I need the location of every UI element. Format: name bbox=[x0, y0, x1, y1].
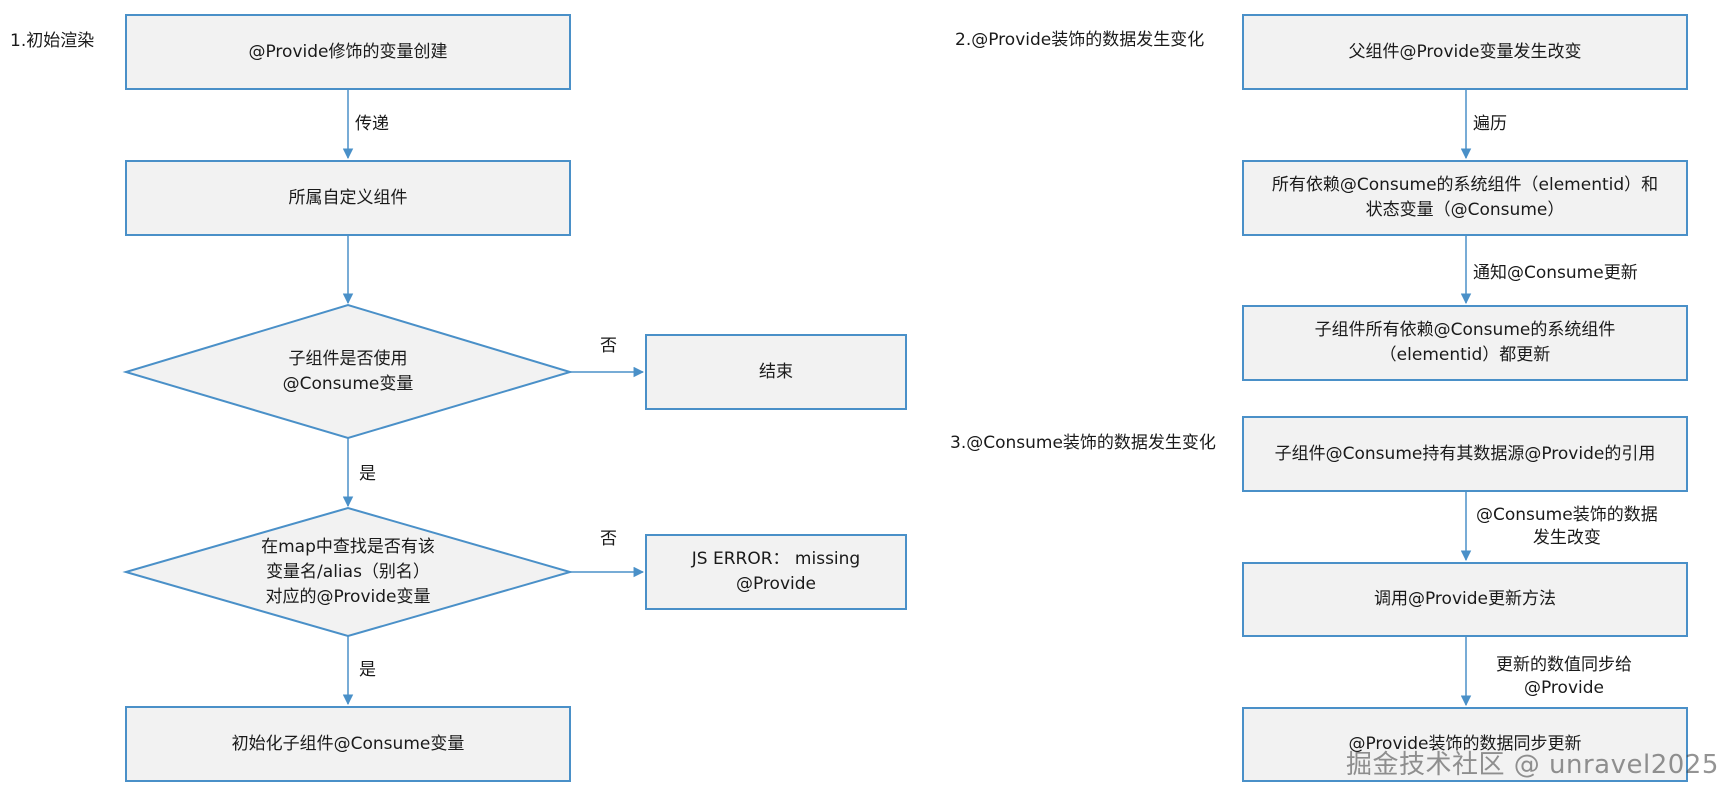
edge-label-traverse: 遍历 bbox=[1473, 114, 1507, 134]
edge-label-sync-to-provide-line2: @Provide bbox=[1523, 678, 1604, 698]
box-child-components-updated: 子组件所有依赖@Consume的系统组件 （elementid）都更新 bbox=[1242, 305, 1688, 381]
box-provide-data-synced: @Provide装饰的数据同步更新 bbox=[1242, 707, 1688, 782]
box-parent-provide-changed: 父组件@Provide变量发生改变 bbox=[1242, 14, 1688, 90]
edge-label-consume-data-changed-line1: @Consume装饰的数据 bbox=[1476, 505, 1658, 525]
edge-label-pass: 传递 bbox=[355, 114, 389, 134]
box-end-label: 结束 bbox=[759, 361, 793, 382]
section-2-title: 2.@Provide装饰的数据发生变化 bbox=[955, 30, 1205, 50]
edge-label-sync-to-provide: 更新的数值同步给 @Provide bbox=[1496, 654, 1632, 700]
box-init-child-consume: 初始化子组件@Consume变量 bbox=[125, 706, 571, 782]
decision-find-provide-line3: 对应的@Provide变量 bbox=[265, 586, 431, 607]
box-child-components-updated-line1: 子组件所有依赖@Consume的系统组件 bbox=[1314, 320, 1616, 340]
decision-uses-consume-line1: 子组件是否使用 bbox=[288, 349, 408, 369]
decision-find-provide-label: 在map中查找是否有该 变量名/alias（别名） 对应的@Provide变量 bbox=[206, 534, 490, 610]
box-consume-dependents: 所有依赖@Consume的系统组件（elementid）和 状态变量（@Cons… bbox=[1242, 160, 1688, 236]
edge-label-sync-to-provide-line1: 更新的数值同步给 bbox=[1496, 655, 1632, 675]
box-parent-provide-changed-label: 父组件@Provide变量发生改变 bbox=[1348, 41, 1582, 62]
box-consume-dependents-line2: 状态变量（@Consume） bbox=[1365, 200, 1565, 220]
box-provide-variable-created-label: @Provide修饰的变量创建 bbox=[248, 41, 448, 62]
box-consume-dependents-text: 所有依赖@Consume的系统组件（elementid）和 状态变量（@Cons… bbox=[1272, 173, 1658, 223]
decision-uses-consume-line2: @Consume变量 bbox=[282, 374, 414, 394]
decision-find-provide-line2: 变量名/alias（别名） bbox=[266, 561, 430, 582]
box-consume-holds-provide-ref-label: 子组件@Consume持有其数据源@Provide的引用 bbox=[1274, 443, 1656, 464]
box-provide-data-synced-label: @Provide装饰的数据同步更新 bbox=[1348, 734, 1582, 754]
box-call-provide-update: 调用@Provide更新方法 bbox=[1242, 562, 1688, 637]
box-child-components-updated-text: 子组件所有依赖@Consume的系统组件 （elementid）都更新 bbox=[1315, 318, 1616, 368]
edge-label-consume-data-changed: @Consume装饰的数据 发生改变 bbox=[1476, 504, 1658, 550]
box-provide-variable-created: @Provide修饰的变量创建 bbox=[125, 14, 571, 90]
edge-label-yes-2: 是 bbox=[359, 660, 376, 680]
box-end: 结束 bbox=[645, 334, 907, 410]
edge-label-notify-consume: 通知@Consume更新 bbox=[1473, 263, 1638, 283]
watermark-text: 掘金技术社区 @ unravel2025 bbox=[1346, 750, 1719, 780]
edge-label-yes-1: 是 bbox=[359, 464, 376, 484]
box-child-components-updated-line2: （elementid）都更新 bbox=[1379, 345, 1551, 365]
box-call-provide-update-label: 调用@Provide更新方法 bbox=[1373, 589, 1556, 609]
section-3-title: 3.@Consume装饰的数据发生变化 bbox=[950, 433, 1216, 453]
edge-label-consume-data-changed-line2: 发生改变 bbox=[1532, 528, 1601, 548]
edge-label-no-2: 否 bbox=[600, 529, 617, 549]
box-js-error-missing-provide: JS ERROR： missing @Provide bbox=[645, 534, 907, 610]
decision-uses-consume-label: 子组件是否使用 @Consume变量 bbox=[196, 340, 500, 404]
box-init-child-consume-label: 初始化子组件@Consume变量 bbox=[231, 733, 465, 754]
section-1-title: 1.初始渲染 bbox=[10, 31, 95, 51]
box-consume-holds-provide-ref: 子组件@Consume持有其数据源@Provide的引用 bbox=[1242, 416, 1688, 492]
box-owning-custom-component: 所属自定义组件 bbox=[125, 160, 571, 236]
decision-find-provide-line1: 在map中查找是否有该 bbox=[261, 536, 435, 557]
box-js-error-label: JS ERROR： missing @Provide bbox=[691, 549, 861, 594]
box-owning-custom-component-label: 所属自定义组件 bbox=[288, 187, 408, 208]
box-consume-dependents-line1: 所有依赖@Consume的系统组件（elementid）和 bbox=[1271, 175, 1659, 195]
edge-label-no-1: 否 bbox=[600, 336, 617, 356]
